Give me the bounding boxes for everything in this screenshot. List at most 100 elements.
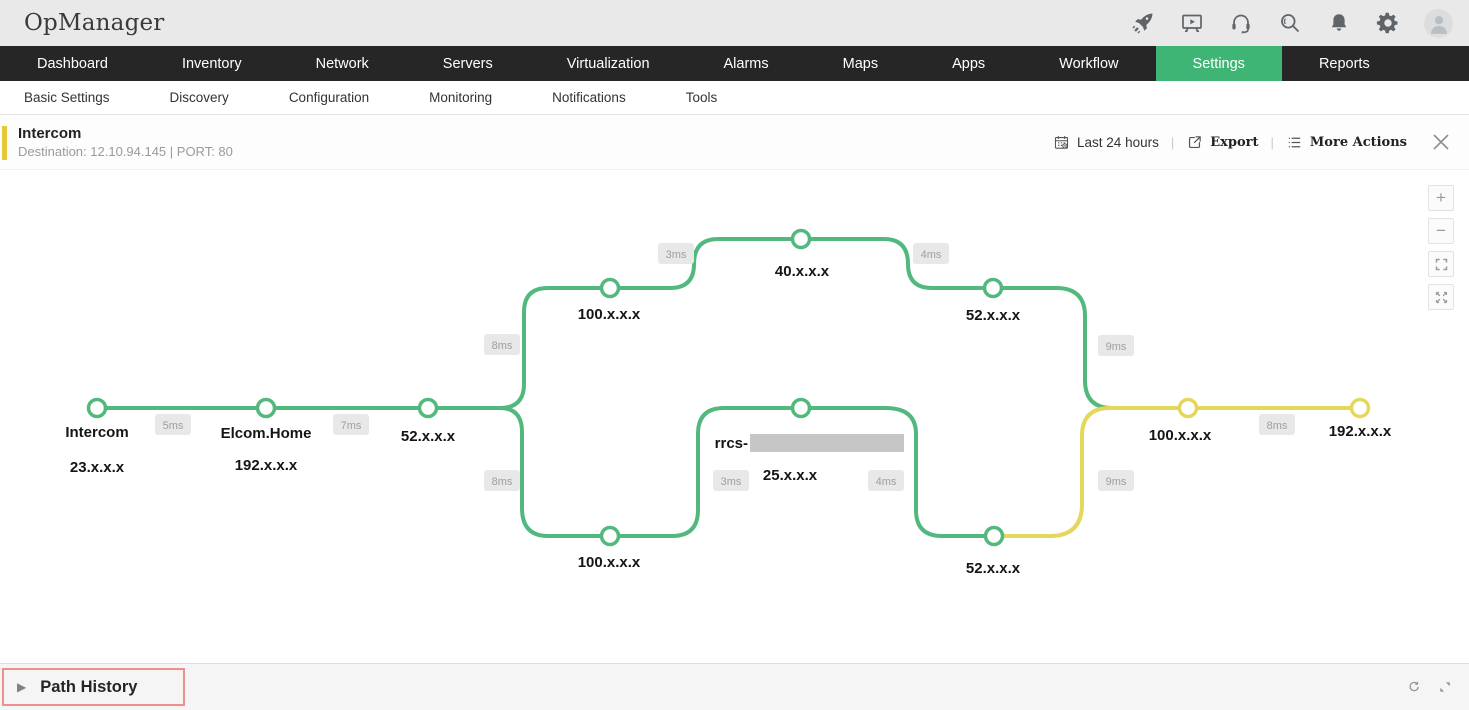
nav-tab-workflow[interactable]: Workflow bbox=[1059, 55, 1119, 72]
page-header: Intercom Destination: 12.10.94.145 | POR… bbox=[0, 115, 1469, 170]
hop-label: 25.x.x.x bbox=[763, 467, 818, 484]
separator: | bbox=[1170, 134, 1175, 150]
path-edge-tail-line-degraded bbox=[992, 406, 1362, 538]
svg-text:9ms: 9ms bbox=[1106, 476, 1127, 488]
redacted-hop-label: rrcs- bbox=[715, 435, 748, 452]
svg-text:4ms: 4ms bbox=[876, 476, 897, 488]
rocket-icon[interactable] bbox=[1130, 10, 1156, 36]
latency-badge: 4ms bbox=[868, 470, 904, 491]
settings-subnav: Basic Settings Discovery Configuration Moni… bbox=[0, 81, 1469, 115]
svg-text:9ms: 9ms bbox=[1106, 341, 1127, 353]
support-headset-icon[interactable] bbox=[1228, 10, 1254, 36]
nav-tab-virtualization[interactable]: Virtualization bbox=[566, 55, 650, 72]
more-actions-label: More Actions bbox=[1309, 134, 1407, 150]
nav-tab-reports[interactable]: Reports bbox=[1318, 55, 1370, 72]
nav-tab-servers[interactable]: Servers bbox=[442, 55, 493, 72]
separator: | bbox=[1270, 134, 1274, 150]
subnav-item-notifications[interactable]: Notifications bbox=[552, 90, 626, 105]
time-range-selector[interactable]: Last 24 hours bbox=[1053, 134, 1159, 151]
subnav-item-tools[interactable]: Tools bbox=[685, 90, 718, 105]
nav-tab-inventory[interactable]: Inventory bbox=[181, 55, 242, 72]
svg-text:3ms: 3ms bbox=[666, 249, 687, 261]
nav-tab-maps[interactable]: Maps bbox=[842, 55, 879, 72]
latency-badge: 9ms bbox=[1098, 470, 1134, 491]
notifications-bell-icon[interactable] bbox=[1326, 10, 1352, 36]
subnav-item-basic-settings[interactable]: Basic Settings bbox=[24, 90, 110, 105]
export-label: Export bbox=[1210, 134, 1259, 150]
export-icon bbox=[1189, 135, 1202, 148]
subnav-item-monitoring[interactable]: Monitoring bbox=[429, 90, 493, 105]
latency-badge: 8ms bbox=[484, 334, 520, 355]
close-icon[interactable] bbox=[1429, 130, 1453, 154]
header-actions: Last 24 hours | Export | More Actions bbox=[1053, 130, 1469, 154]
path-edge-bottom-branch bbox=[498, 406, 996, 538]
latency-badge: 5ms bbox=[155, 414, 191, 435]
hop-label: Intercom bbox=[65, 424, 128, 441]
hop-node[interactable] bbox=[599, 277, 621, 299]
latency-badge: 7ms bbox=[333, 414, 369, 435]
subnav-item-discovery[interactable]: Discovery bbox=[169, 90, 229, 105]
latency-badge: 4ms bbox=[913, 243, 949, 264]
zoom-out-button[interactable]: − bbox=[1428, 218, 1454, 244]
nav-tab-settings[interactable]: Settings bbox=[1155, 46, 1282, 81]
nav-tab-alarms[interactable]: Alarms bbox=[723, 55, 769, 72]
hop-node[interactable] bbox=[982, 277, 1004, 299]
calendar-icon bbox=[1054, 135, 1069, 149]
main-nav: Dashboard Inventory Network Servers Virtuali… bbox=[0, 46, 1469, 81]
hop-node[interactable] bbox=[599, 525, 621, 547]
zoom-in-button[interactable]: + bbox=[1428, 185, 1454, 211]
subnav-item-configuration[interactable]: Configuration bbox=[288, 90, 370, 105]
nav-tab-apps[interactable]: Apps bbox=[952, 55, 986, 72]
fullscreen-icon bbox=[1435, 291, 1447, 303]
hop-node[interactable] bbox=[983, 525, 1005, 547]
hop-node[interactable] bbox=[417, 397, 439, 419]
nav-tab-network[interactable]: Network bbox=[315, 55, 369, 72]
export-button[interactable]: Export bbox=[1186, 134, 1259, 151]
zoom-controls: + − bbox=[1428, 185, 1454, 310]
latency-badge: 9ms bbox=[1098, 335, 1134, 356]
hop-node[interactable] bbox=[255, 397, 277, 419]
latency-badge: 8ms bbox=[1259, 414, 1295, 435]
expand-caret-icon: ▶ bbox=[17, 680, 27, 694]
hop-node[interactable] bbox=[86, 397, 108, 419]
hop-label: 52.x.x.x bbox=[401, 428, 456, 445]
hop-label: 52.x.x.x bbox=[966, 307, 1021, 324]
redaction-box bbox=[750, 434, 904, 452]
hop-label: 23.x.x.x bbox=[70, 459, 125, 476]
hop-label: 100.x.x.x bbox=[578, 306, 641, 323]
svg-text:8ms: 8ms bbox=[492, 340, 513, 352]
hop-node[interactable] bbox=[790, 228, 812, 250]
settings-gear-icon[interactable] bbox=[1375, 10, 1401, 36]
svg-text:7ms: 7ms bbox=[341, 420, 362, 432]
app-logo: OpManager bbox=[24, 10, 165, 36]
fit-icon bbox=[1435, 258, 1447, 270]
more-actions-button[interactable]: More Actions bbox=[1286, 134, 1407, 151]
hop-node[interactable] bbox=[790, 397, 812, 419]
demo-video-icon[interactable] bbox=[1179, 10, 1205, 36]
latency-badge: 8ms bbox=[484, 470, 520, 491]
path-history-toggle[interactable]: ▶ Path History bbox=[0, 678, 137, 697]
nav-tab-dashboard[interactable]: Dashboard bbox=[37, 55, 108, 72]
topbar-icon-group bbox=[1130, 8, 1453, 38]
refresh-icon[interactable] bbox=[1407, 680, 1421, 694]
latency-badge: 3ms bbox=[658, 243, 694, 264]
hop-node[interactable] bbox=[1177, 397, 1199, 419]
search-icon[interactable] bbox=[1277, 10, 1303, 36]
hop-label: Elcom.Home bbox=[221, 425, 312, 442]
path-history-bar: ▶ Path History bbox=[0, 663, 1469, 710]
list-icon bbox=[1288, 137, 1301, 147]
fit-to-screen-button[interactable] bbox=[1428, 251, 1454, 277]
title-accent-bar bbox=[2, 126, 7, 160]
path-history-label: Path History bbox=[40, 677, 138, 696]
resize-icon[interactable] bbox=[1438, 680, 1452, 694]
latency-badge: 3ms bbox=[713, 470, 749, 491]
svg-text:8ms: 8ms bbox=[492, 476, 513, 488]
fullscreen-button[interactable] bbox=[1428, 284, 1454, 310]
hop-node[interactable] bbox=[1349, 397, 1371, 419]
hop-label: 100.x.x.x bbox=[578, 554, 641, 571]
top-bar: OpManager bbox=[0, 0, 1469, 46]
user-avatar[interactable] bbox=[1424, 8, 1453, 38]
page-title: Intercom bbox=[18, 125, 82, 142]
